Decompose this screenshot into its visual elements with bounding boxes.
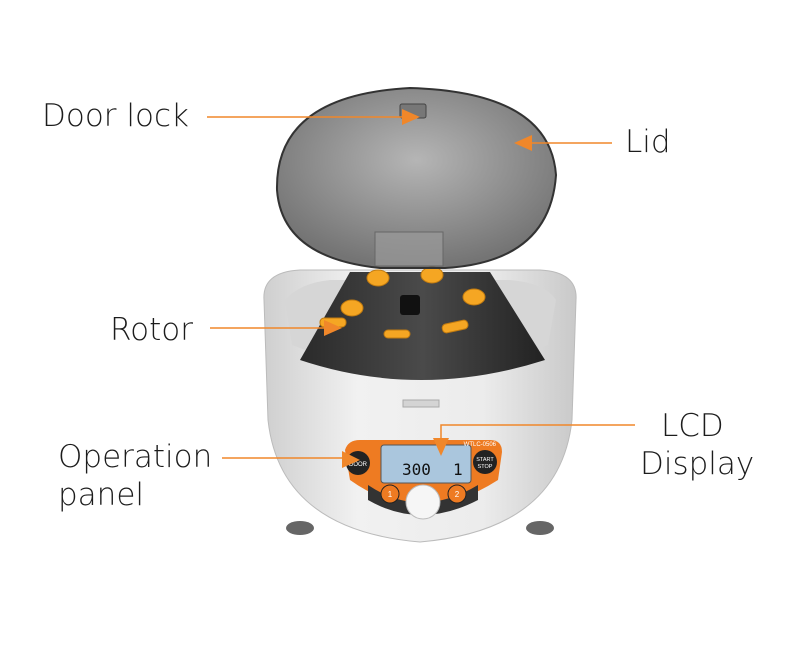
- panel-arrowhead: [342, 451, 360, 468]
- preset-1-label: 1: [388, 490, 393, 499]
- label-lid: Lid: [625, 124, 671, 160]
- door-lock-arrowhead: [402, 109, 420, 125]
- lid: [275, 86, 558, 269]
- label-operation: Operation: [58, 439, 213, 475]
- label-display: Display: [640, 446, 755, 482]
- lid-hinge: [374, 231, 444, 267]
- door-button-label: DOOR: [349, 462, 368, 468]
- start-stop-button[interactable]: [473, 450, 497, 474]
- model-label: WTLC-0506: [464, 442, 497, 448]
- foot: [526, 521, 554, 535]
- label-panel: panel: [58, 477, 145, 513]
- rotor-arrowhead: [324, 320, 342, 336]
- lcd-time: 1: [453, 460, 463, 479]
- label-lcd: LCD: [661, 408, 724, 444]
- label-door-lock: Door lock: [42, 98, 189, 134]
- lcd-speed: 300: [402, 460, 431, 479]
- foot: [286, 521, 314, 535]
- stop-label: STOP: [478, 464, 493, 470]
- lid-latch-slot: [402, 399, 440, 408]
- preset-1-button[interactable]: [380, 484, 400, 504]
- panel-lower: [368, 485, 478, 515]
- rotor-hub: [400, 295, 420, 315]
- start-label: START: [476, 457, 494, 463]
- control-knob[interactable]: [405, 484, 441, 520]
- label-rotor: Rotor: [110, 312, 193, 348]
- lcd-display[interactable]: [380, 444, 472, 484]
- preset-2-button[interactable]: [447, 484, 467, 504]
- preset-2-label: 2: [455, 490, 460, 499]
- lid-arrowhead: [514, 135, 532, 151]
- lcd-callout-line: [440, 424, 635, 440]
- tube-holders: [319, 266, 486, 339]
- lcd-arrowhead: [433, 438, 449, 456]
